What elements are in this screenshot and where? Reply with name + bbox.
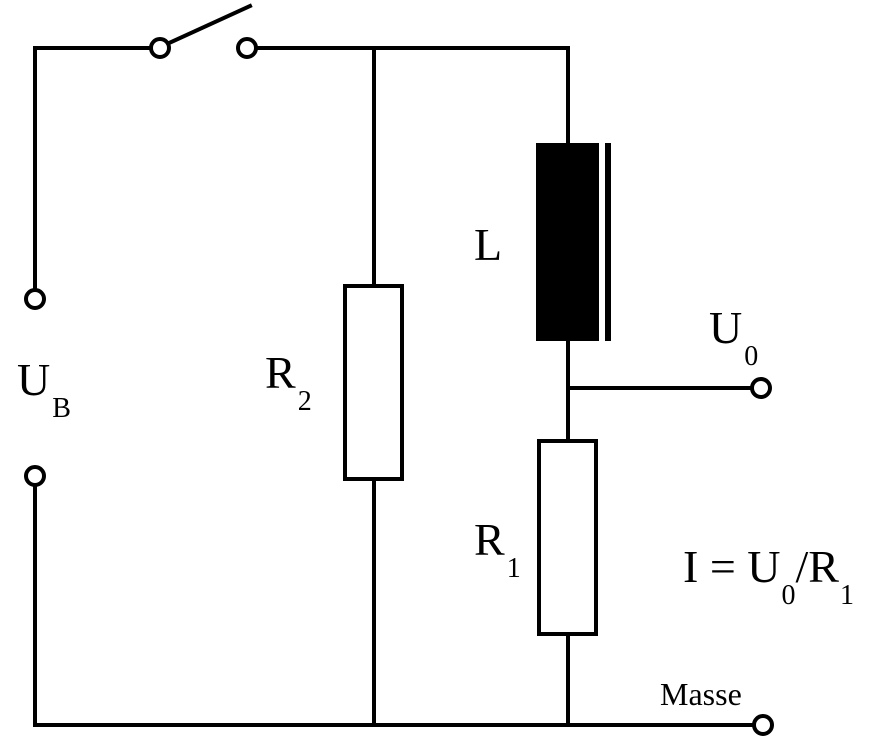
wire-top	[253, 46, 570, 147]
supply-terminal-bottom	[24, 465, 46, 487]
label-formula: I = U0/R1	[683, 541, 854, 611]
label-resistor-r1: R1	[474, 514, 521, 584]
label-inductor: L	[474, 219, 502, 270]
resistor-r1	[537, 439, 598, 636]
label-supply-voltage: UB	[17, 354, 71, 424]
switch-lever	[164, 3, 253, 47]
switch-contact-left	[149, 37, 171, 59]
label-output-voltage: U0	[709, 302, 758, 372]
output-terminal	[750, 377, 772, 399]
inductor-core-bar	[605, 143, 611, 341]
resistor-r2	[343, 284, 404, 481]
supply-terminal-top	[24, 288, 46, 310]
inductor-coil	[536, 143, 599, 341]
label-ground: Masse	[660, 676, 742, 712]
wire-left-bottom	[33, 483, 757, 727]
label-resistor-r2: R2	[265, 347, 312, 417]
ground-terminal	[752, 714, 774, 736]
switch-contact-right	[236, 37, 258, 59]
wire-left-top	[33, 46, 154, 292]
